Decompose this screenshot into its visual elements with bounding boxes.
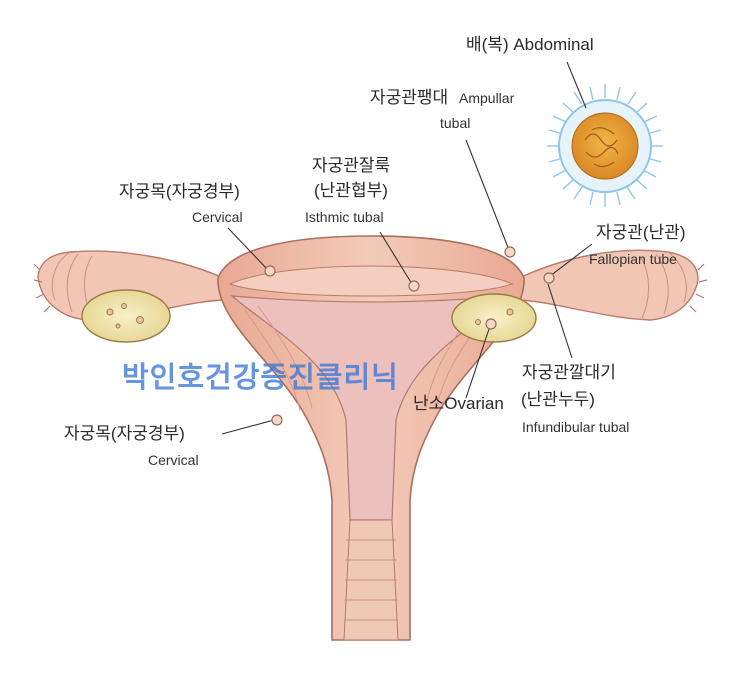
clinic-watermark: 박인호건강증진클리닉 (122, 360, 399, 394)
cervical-low-label-ko: 자궁목(자궁경부) (64, 424, 185, 443)
isthmic-label-ko2: (난관협부) (314, 181, 388, 200)
isthmic-label-en: Isthmic tubal (305, 209, 384, 225)
abdominal-embryo (547, 84, 663, 207)
infundibular-label-en: Infundibular tubal (522, 419, 630, 435)
cervical-low-label-en: Cervical (148, 452, 199, 468)
cervical-top-label-en: Cervical (192, 209, 243, 225)
ampullar-label-en: Ampullar (459, 90, 515, 106)
fallopian-label-en: Fallopian tube (589, 251, 677, 267)
infundibular-label-ko: 자궁관깔대기 (522, 363, 616, 382)
cervical-top-label-ko: 자궁목(자궁경부) (119, 182, 240, 201)
left-ovary (81, 289, 171, 343)
isthmic-label-ko: 자궁관잘룩 (312, 156, 391, 175)
leader-lines (221, 61, 593, 435)
right-ovary (451, 293, 537, 343)
abdominal-label: 배(복) Abdominal (466, 35, 594, 54)
ampullar-label-en2: tubal (440, 115, 471, 131)
uterus-body (217, 235, 525, 641)
ovarian-label: 난소Ovarian (413, 394, 504, 413)
ampullar-label-ko: 자궁관팽대 (370, 88, 449, 107)
pointer-dots (264, 246, 555, 426)
infundibular-label-ko2: (난관누두) (521, 390, 595, 409)
fallopian-label-ko: 자궁관(난관) (596, 223, 686, 242)
